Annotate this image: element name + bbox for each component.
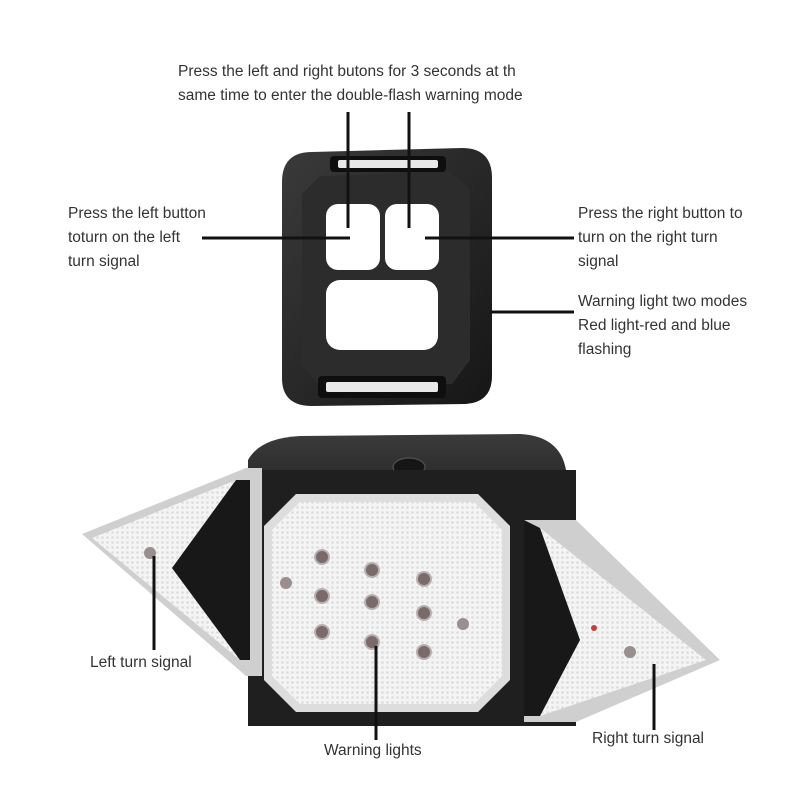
tail-light <box>82 434 720 726</box>
remote-control <box>282 148 492 406</box>
warning-leds <box>314 549 432 660</box>
left-button-line-1: Press the left button <box>68 205 206 222</box>
left-button-line-3: turn signal <box>68 253 140 270</box>
dual-button-instruction: Press the left and right butons for 3 se… <box>178 60 523 108</box>
dual-button-line-2: same time to enter the double-flash warn… <box>178 87 523 104</box>
remote-right-button <box>385 204 439 270</box>
right-button-line-3: signal <box>578 253 619 270</box>
warning-line-1: Warning light two modes <box>578 293 748 310</box>
right-button-line-1: Press the right button to <box>578 205 743 222</box>
warning-lens <box>264 494 510 712</box>
warning-lights-label: Warning lights <box>324 742 422 759</box>
warning-line-2: Red light-red and blue <box>578 317 731 334</box>
light-callout-lines <box>152 556 656 740</box>
remote-callout-lines <box>202 112 574 314</box>
left-turn-lens <box>82 468 262 676</box>
right-button-instruction: Press the right button to turn on the ri… <box>578 202 743 274</box>
dual-button-line-1: Press the left and right butons for 3 se… <box>178 63 516 80</box>
right-button-line-2: turn on the right turn <box>578 229 718 246</box>
warning-button-instruction: Warning light two modes Red light-red an… <box>578 290 747 362</box>
remote-left-button <box>326 204 380 270</box>
right-turn-lens <box>524 520 720 722</box>
remote-warning-button <box>326 280 438 350</box>
warning-line-3: flashing <box>578 341 632 358</box>
right-turn-signal-label: Right turn signal <box>592 730 705 747</box>
left-button-instruction: Press the left button toturn on the left… <box>68 202 206 274</box>
left-button-line-2: toturn on the left <box>68 229 181 246</box>
left-turn-signal-label: Left turn signal <box>90 654 192 671</box>
